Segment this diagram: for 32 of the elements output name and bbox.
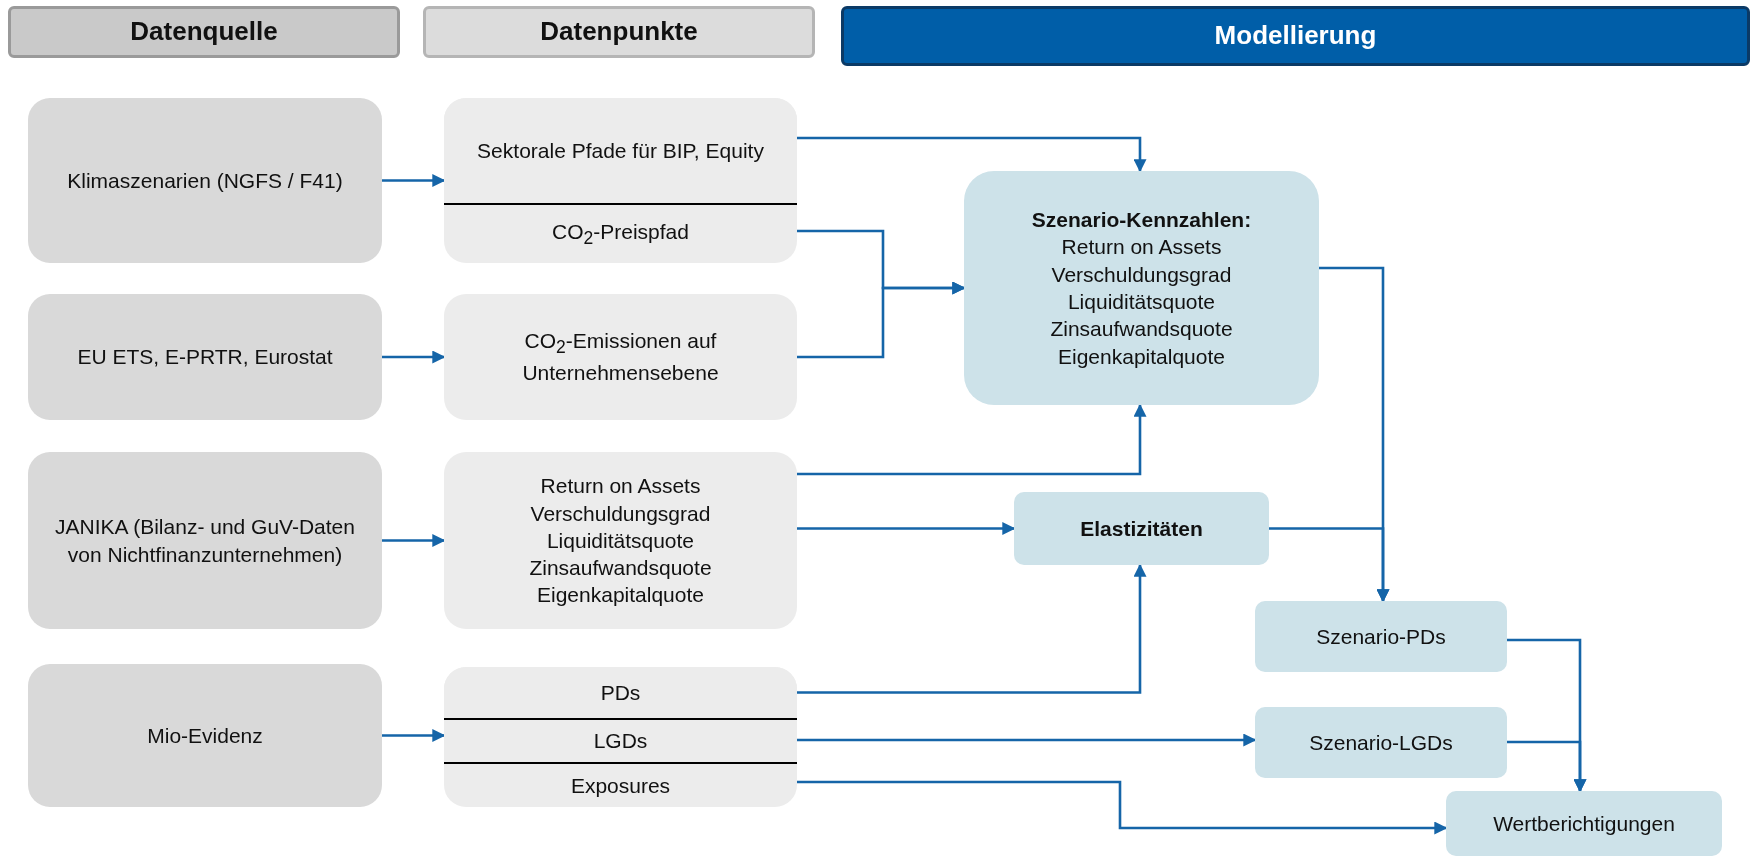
column-header: Datenquelle xyxy=(8,6,400,58)
source-box: JANIKA (Bilanz- und GuV-Daten von Nichtfinanzunternehmen) xyxy=(28,452,382,629)
column-header: Datenpunkte xyxy=(423,6,815,58)
column-header: Modellierung xyxy=(841,6,1750,66)
arrow xyxy=(797,281,966,359)
source-box: Klimaszenarien (NGFS / F41) xyxy=(28,98,382,263)
data-section: Exposures xyxy=(444,762,797,807)
arrow xyxy=(382,729,446,742)
data-section: LGDs xyxy=(444,718,797,762)
arrow xyxy=(797,780,1448,835)
arrow xyxy=(1507,740,1587,793)
model-box: Szenario-PDs xyxy=(1255,601,1507,672)
model-box: Wertberichtigungen xyxy=(1446,791,1722,856)
source-box: Mio-Evidenz xyxy=(28,664,382,807)
arrow xyxy=(382,174,446,187)
source-box: EU ETS, E-PRTR, Eurostat xyxy=(28,294,382,420)
arrow xyxy=(797,733,1257,747)
arrow xyxy=(797,522,1016,535)
data-box xyxy=(444,98,797,263)
model-box: Elastizitäten xyxy=(1014,492,1269,565)
arrow xyxy=(382,350,446,364)
model-box: Szenario-Kennzahlen: Return on Assets Verschuldungsgrad Liquiditätsquote Zinsaufwandsquote Eigenkapitalquote xyxy=(964,171,1319,405)
arrow xyxy=(796,563,1147,694)
data-section: CO$_{2}$-Preispfad xyxy=(444,203,797,263)
arrow xyxy=(1269,527,1390,603)
model-box: Szenario-LGDs xyxy=(1255,707,1507,778)
arrow xyxy=(797,403,1147,476)
data-box xyxy=(444,667,797,807)
data-box: Return on Assets Verschuldungsgrad Liquiditätsquote Zinsaufwandsquote Eigenkapitalquote xyxy=(444,452,797,629)
arrow xyxy=(797,136,1147,173)
data-box: CO$_{2}$-Emissionen auf Unternehmensebene xyxy=(444,294,797,420)
arrow xyxy=(382,534,446,547)
